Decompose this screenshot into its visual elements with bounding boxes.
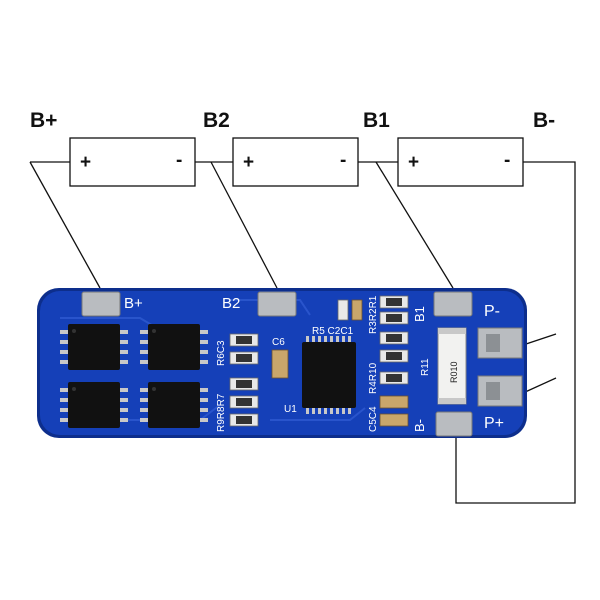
battery-cell-2: + - — [232, 137, 359, 187]
controller-ic-u1 — [302, 336, 356, 414]
mosfet-2 — [140, 324, 208, 370]
label-b-minus: B- — [533, 109, 555, 132]
label-b-plus: B+ — [30, 109, 57, 132]
sense-resistor: R010 — [437, 327, 467, 405]
cell-1-negative: - — [176, 150, 182, 171]
silk-r9r8r7: R9R8R7 — [216, 393, 227, 432]
silk-b-plus: B+ — [124, 295, 143, 312]
silk-b1: B1 — [412, 306, 427, 322]
mosfet-4 — [140, 382, 208, 428]
label-b1: B1 — [363, 109, 390, 132]
cell-2-positive: + — [243, 152, 254, 173]
silk-r3r2r1: R3R2R1 — [368, 295, 379, 334]
silk-u1: U1 — [284, 404, 297, 415]
passives-right — [337, 295, 409, 427]
cell-2-negative: - — [340, 150, 346, 171]
silk-r11: R11 — [420, 358, 431, 376]
mosfet-1 — [60, 324, 128, 370]
silk-b-minus: B- — [412, 419, 427, 432]
cell-3-negative: - — [504, 150, 510, 171]
pad-b1 — [433, 291, 473, 317]
wiring — [29, 161, 576, 504]
cell-1-positive: + — [80, 152, 91, 173]
pad-b-plus — [81, 291, 121, 317]
pcb-board: B+ B2 B1 B- P- P+ R010 — [37, 288, 527, 438]
pad-b2 — [257, 291, 297, 317]
silk-p-plus: P+ — [484, 415, 504, 432]
silk-c5c4: C5C4 — [368, 406, 379, 432]
silk-p-minus: P- — [484, 303, 500, 320]
silk-r4r10: R4R10 — [368, 362, 379, 394]
mosfet-3 — [60, 382, 128, 428]
cell-3-positive: + — [408, 152, 419, 173]
sense-resistor-label: R010 — [449, 361, 459, 383]
battery-cell-1: + - — [69, 137, 196, 187]
battery-cell-3: + - — [397, 137, 524, 187]
silk-b2: B2 — [222, 295, 240, 312]
passives-left — [229, 333, 259, 427]
silk-c6: C6 — [272, 337, 285, 348]
pad-b-minus — [435, 411, 473, 437]
label-b2: B2 — [203, 109, 230, 132]
silk-r6c3: R6C3 — [216, 340, 227, 366]
silk-r5c2c1: R5 C2C1 — [312, 326, 354, 337]
